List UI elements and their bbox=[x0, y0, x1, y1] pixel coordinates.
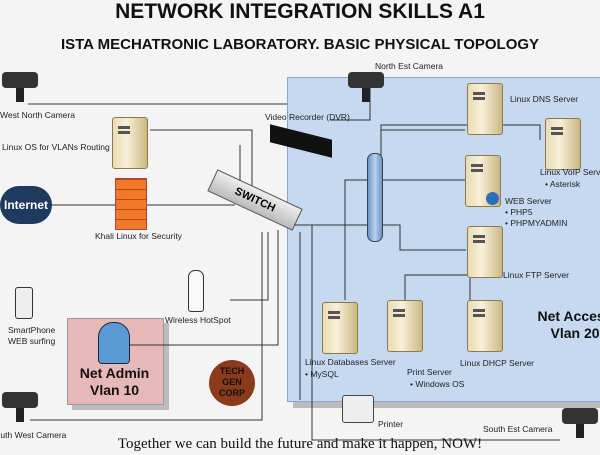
camera-icon bbox=[2, 392, 38, 422]
print-item: • Windows OS bbox=[410, 379, 465, 389]
server-icon bbox=[387, 300, 423, 352]
printer-icon bbox=[342, 395, 374, 423]
voip-label: Linux VoIP Server bbox=[540, 167, 600, 177]
camera-icon bbox=[2, 72, 38, 102]
user-icon bbox=[98, 322, 130, 364]
web-item: • PHPMYADMIN bbox=[505, 218, 568, 228]
printer-label: Printer bbox=[378, 419, 404, 429]
net-admin-label: Net Admin bbox=[79, 365, 150, 381]
south-west-camera-label: South West Camera bbox=[0, 430, 67, 440]
smartphone-label-2: WEB surfing bbox=[8, 336, 56, 346]
vlan20-label: Vlan 20 bbox=[550, 325, 600, 341]
page-subtitle: ISTA MECHATRONIC LABORATORY. BASIC PHYSI… bbox=[60, 36, 540, 53]
net-access-label: Net Access bbox=[537, 308, 600, 324]
hotspot-label: Wireless HotSpot bbox=[165, 315, 231, 325]
web-label: WEB Server bbox=[505, 196, 552, 206]
db-label: Linux Databases Server bbox=[305, 357, 396, 367]
west-north-camera-label: West North Camera bbox=[0, 110, 75, 120]
page-title: NETWORK INTEGRATION SKILLS A1 bbox=[115, 0, 485, 23]
voip-item: • Asterisk bbox=[545, 179, 581, 189]
server-icon bbox=[545, 118, 581, 170]
server-icon bbox=[467, 300, 503, 352]
globe-icon bbox=[486, 192, 499, 205]
dhcp-label: Linux DHCP Server bbox=[460, 358, 535, 368]
vlan10-label: Vlan 10 bbox=[89, 382, 140, 398]
dns-label: Linux DNS Server bbox=[510, 94, 579, 104]
dvr-label: Video Recorder (DVR) bbox=[265, 112, 350, 122]
print-server-label: Print Server bbox=[407, 367, 452, 377]
router-label: Linux OS for VLANs Routing bbox=[2, 142, 110, 152]
server-icon bbox=[112, 117, 148, 169]
smartphone-icon bbox=[15, 287, 33, 319]
camera-icon bbox=[562, 408, 598, 438]
footer-slogan: Together we can build the future and mak… bbox=[117, 436, 483, 452]
db-item: • MySQL bbox=[305, 369, 339, 379]
smartphone-label: SmartPhone bbox=[8, 325, 56, 335]
tech-gen-corp-logo: TECH GEN CORP bbox=[209, 360, 255, 406]
server-icon bbox=[465, 155, 501, 207]
server-icon bbox=[322, 302, 358, 354]
south-est-camera-label: South Est Camera bbox=[483, 424, 553, 434]
server-icon bbox=[467, 83, 503, 135]
ftp-label: Linux FTP Server bbox=[503, 270, 569, 280]
internet-cloud-icon: Internet bbox=[0, 186, 52, 224]
wireless-hotspot-icon bbox=[188, 270, 204, 312]
web-item: • PHP5 bbox=[505, 207, 533, 217]
firewall-icon bbox=[115, 178, 147, 230]
north-est-camera-label: North Est Camera bbox=[375, 61, 444, 71]
firewall-label: Khali Linux for Security bbox=[95, 231, 182, 241]
camera-icon bbox=[348, 72, 384, 102]
server-icon bbox=[467, 226, 503, 278]
hub-icon bbox=[367, 153, 383, 242]
